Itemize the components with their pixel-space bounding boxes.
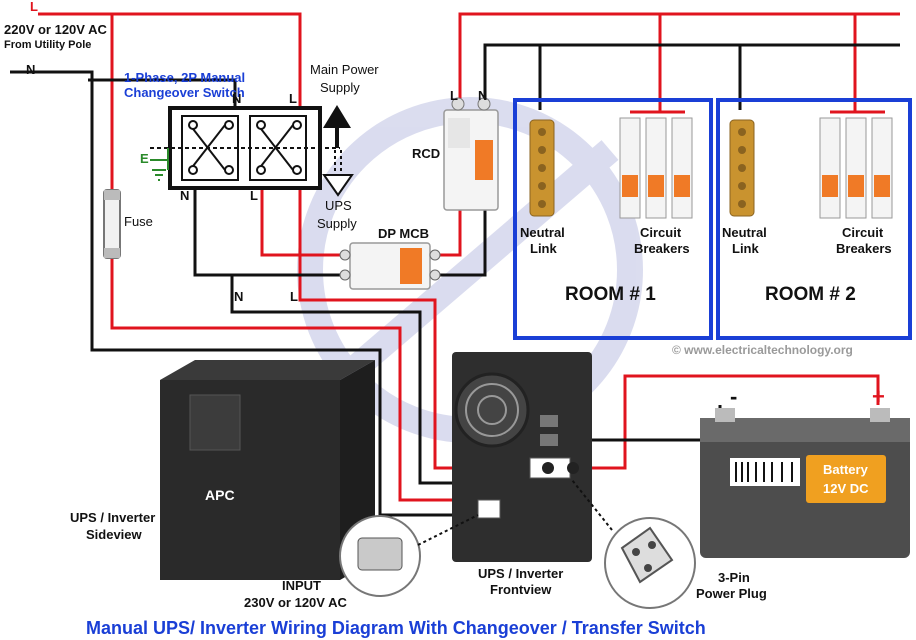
ups-side-1: UPS / Inverter [70, 510, 155, 525]
input-2: 230V or 120V AC [244, 595, 347, 610]
input-socket-detail [339, 514, 479, 597]
main-supply-2: Supply [320, 80, 360, 95]
ups-supply-arrow [322, 150, 354, 197]
ups-frontview [452, 352, 592, 562]
line-letter: L [30, 0, 38, 14]
l-wire-label: L [290, 289, 298, 304]
ups-supply-2: Supply [317, 216, 357, 231]
ups-brand: APC [205, 487, 235, 503]
source-pole: From Utility Pole [4, 39, 91, 51]
rcd-n: N [478, 88, 487, 103]
ups-front-2: Frontview [490, 582, 552, 597]
room1-neutral-1: Neutral [520, 225, 565, 240]
changeover-switch [150, 106, 340, 190]
changeover-l-bottom: L [250, 188, 258, 203]
room2-neutral-1: Neutral [722, 225, 767, 240]
diagram-title: Manual UPS/ Inverter Wiring Diagram With… [86, 618, 706, 638]
ups-front-1: UPS / Inverter [478, 566, 563, 581]
room2-neutral-2: Link [732, 241, 759, 256]
room1-cb-2: Breakers [634, 241, 690, 256]
room1-neutral-2: Link [530, 241, 557, 256]
main-power-arrow [323, 105, 351, 148]
ups-side-2: Sideview [86, 527, 143, 542]
room-1-box [513, 98, 713, 340]
room2-name: ROOM # 2 [765, 284, 856, 305]
rcd-device [443, 97, 499, 211]
room1-cb-1: Circuit [640, 225, 682, 240]
changeover-n-bottom: N [180, 188, 189, 203]
rcd-label: RCD [412, 146, 440, 161]
room2-cb-2: Breakers [836, 241, 892, 256]
circuit-breakers-2 [819, 117, 893, 219]
dp-mcb-label: DP MCB [378, 226, 429, 241]
dp-mcb-device [339, 242, 441, 290]
watermark-text: © www.electricaltechnology.org [672, 343, 853, 357]
source-voltage: 220V or 120V AC [4, 22, 107, 37]
battery-neg: - [730, 384, 737, 409]
fuse [103, 189, 121, 259]
neutral-link-2 [729, 119, 755, 217]
n-wire-label: N [234, 289, 243, 304]
neutral-letter: N [26, 62, 35, 77]
ups-supply-1: UPS [325, 198, 352, 213]
battery [700, 408, 910, 558]
changeover-title-1: 1-Phase, 2P Manual [124, 70, 245, 85]
earth-letter: E [140, 151, 149, 166]
plug-1: 3-Pin [718, 570, 750, 585]
live-wires [38, 12, 900, 502]
rcd-l: L [450, 88, 458, 103]
changeover-n-top: N [232, 91, 241, 106]
fuse-label: Fuse [124, 214, 153, 229]
changeover-l-top: L [289, 91, 297, 106]
circuit-breakers-1 [619, 117, 693, 219]
battery-pos: + [872, 384, 885, 409]
battery-1: Battery [823, 462, 869, 477]
plug-2: Power Plug [696, 586, 767, 601]
changeover-title-2: Changeover Switch [124, 85, 245, 100]
room-2-box [716, 98, 912, 340]
input-1: INPUT [282, 578, 321, 593]
plug-detail [571, 479, 696, 609]
main-supply-1: Main Power [310, 62, 379, 77]
ups-sideview: APC [160, 360, 375, 580]
battery-2: 12V DC [823, 481, 869, 496]
room2-cb-1: Circuit [842, 225, 884, 240]
room1-name: ROOM # 1 [565, 284, 656, 305]
neutral-link-1 [529, 119, 555, 217]
